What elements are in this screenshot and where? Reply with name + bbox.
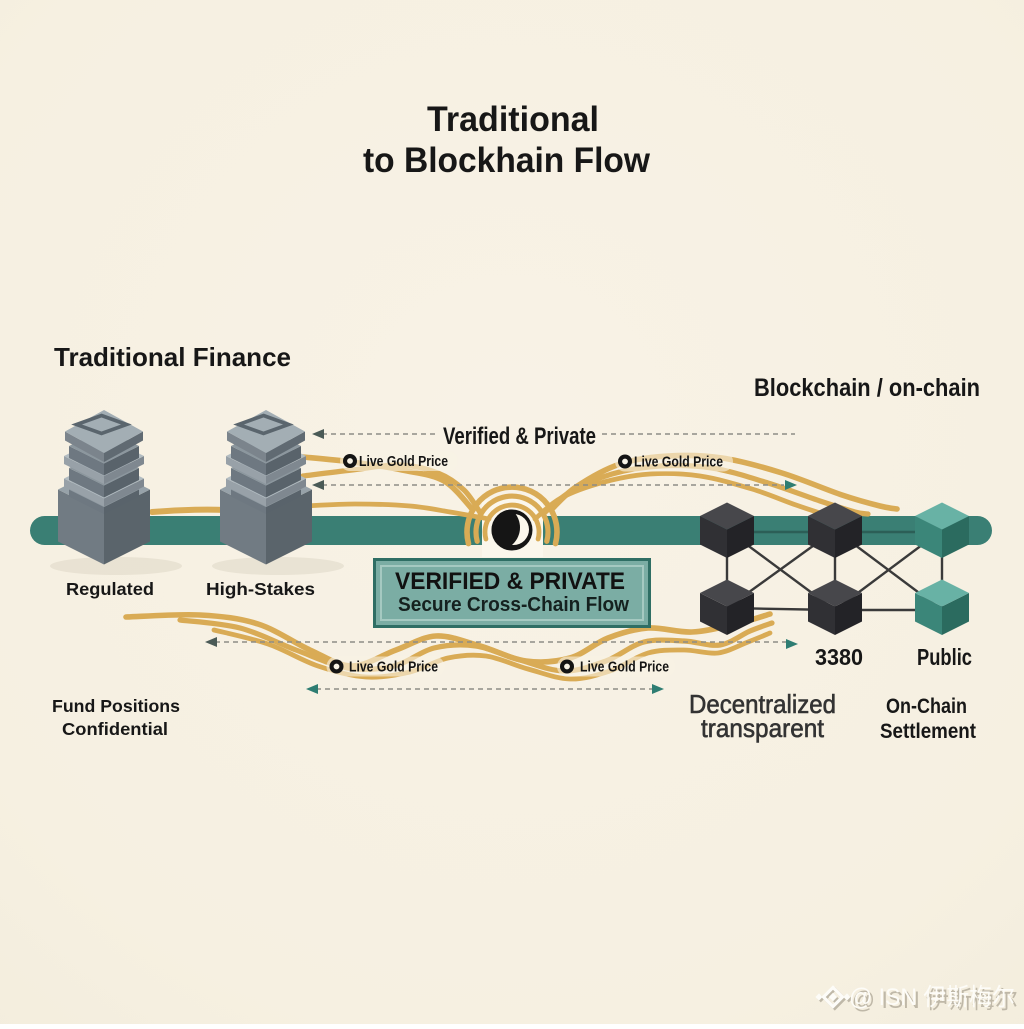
svg-text:@ ISN 伊斯梅尔: @ ISN 伊斯梅尔 — [849, 984, 1015, 1011]
svg-text:Live Gold Price: Live Gold Price — [349, 660, 438, 676]
svg-text:Traditional: Traditional — [427, 100, 599, 139]
svg-text:High-Stakes: High-Stakes — [206, 579, 315, 599]
svg-text:3380: 3380 — [815, 644, 863, 670]
svg-text:Live Gold Price: Live Gold Price — [634, 455, 723, 471]
svg-text:to Blockhain Flow: to Blockhain Flow — [363, 141, 651, 180]
svg-text:@ ISN 伊斯梅尔: @ ISN 伊斯梅尔 — [852, 987, 1018, 1014]
svg-text:Confidential: Confidential — [62, 719, 168, 739]
svg-text:Fund Positions: Fund Positions — [52, 696, 180, 716]
svg-text:Traditional Finance: Traditional Finance — [54, 342, 291, 372]
svg-text:Live Gold Price: Live Gold Price — [359, 454, 448, 470]
svg-text:Live Gold Price: Live Gold Price — [580, 660, 669, 676]
svg-text:Decentralized: Decentralized — [689, 689, 836, 719]
svg-text:transparent: transparent — [701, 713, 825, 743]
svg-text:On-Chain: On-Chain — [886, 695, 967, 718]
svg-text:Blockchain / on-chain: Blockchain / on-chain — [754, 374, 980, 402]
svg-text:Public: Public — [917, 644, 972, 670]
svg-text:Verified & Private: Verified & Private — [443, 423, 596, 450]
svg-text:Settlement: Settlement — [880, 720, 976, 743]
svg-text:Secure Cross-Chain Flow: Secure Cross-Chain Flow — [398, 594, 629, 616]
svg-text:Regulated: Regulated — [66, 579, 154, 599]
svg-text:VERIFIED & PRIVATE: VERIFIED & PRIVATE — [395, 568, 625, 595]
